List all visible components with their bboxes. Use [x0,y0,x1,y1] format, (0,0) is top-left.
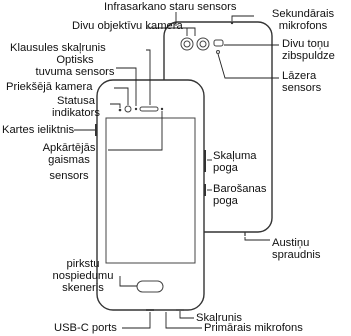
front-camera-leader [114,87,129,105]
label-dual-tone-flash-line2: zibspuldze [282,50,335,62]
earpiece-leader [146,49,151,105]
label-front-camera: Priekšējā kamera [6,81,93,93]
ambient-light-leader [108,111,163,151]
status-indicator-icon [118,108,122,112]
label-card-slot: Kartes ieliktnis [2,124,75,136]
label-secondary-mic: Sekundārais mikrofons [257,8,349,32]
label-secondary-mic-line1: Sekundārais [271,8,335,20]
label-volume-key-line1: Skaļuma [213,150,257,162]
label-headset-jack-line1: Austiņu [272,237,310,249]
secondary-mic-icon [230,21,234,25]
label-usb-c: USB-C ports [54,322,117,334]
usb-c-leader [122,312,151,329]
rear-camera-lens-2 [196,37,210,51]
label-ambient-light-line3: sensors [49,170,89,182]
label-ir-sensor: Infrasarkano staru sensors [104,1,237,13]
label-laser-sensor-line2: sensors [282,82,322,94]
label-power-key-line2: poga [213,195,238,207]
primary-mic-leader [165,312,202,329]
label-speaker: Skaļrunis [196,312,243,324]
proximity-leader [116,67,137,106]
fingerprint-leader [119,276,137,287]
label-headset-jack-line2: spraudnis [272,249,321,261]
label-laser-sensor-line1: Lāzera [282,70,317,82]
label-volume-key-line2: poga [213,162,238,174]
label-headset-jack: Austiņu spraudnis [272,237,321,261]
earpiece-slot-icon [139,106,159,112]
phone-screen [105,117,196,264]
laser-sensor-icon [216,50,220,54]
label-power-key-line1: Barošanas [213,183,267,195]
label-fingerprint-line1: pirkstu [66,258,100,270]
headset-leader [244,237,270,241]
laser-leader [217,53,279,79]
proximity-sensor-icon [134,107,138,111]
label-dual-tone-flash-line1: Divu toņu [282,38,330,50]
label-earpiece: Klausules skaļrunis [10,42,106,54]
front-camera-icon [124,105,132,113]
label-status-indicator-line2: indikators [52,107,100,119]
ambient-light-sensor-icon [160,107,164,111]
label-ambient-light: Apkārtējās gaismas sensors [30,142,108,182]
secondary-mic-leader [231,15,254,21]
label-proximity-line2: tuvuma sensors [35,66,115,78]
label-status-indicator: Statusa indikators [44,95,108,119]
label-secondary-mic-line2: mikrofons [278,20,328,32]
label-proximity-line1: Optisks [56,54,94,66]
label-fingerprint-line2: nospiedumu [52,270,114,282]
label-dual-tone-flash: Divu toņu zibspuldze [282,38,335,62]
rear-camera-lens-2-inner [199,40,207,48]
dual-camera-leader [146,27,196,36]
label-power-key: Barošanas poga [213,183,267,207]
label-fingerprint: pirkstu nospiedumu skeneris [46,258,120,294]
speaker-leader [179,311,194,319]
rear-camera-lens-1 [180,37,194,51]
label-primary-mic: Primārais mikrofons [204,322,303,334]
fingerprint-button-icon [136,280,164,293]
rear-camera-lens-1-inner [183,40,191,48]
label-fingerprint-line3: skeneris [62,282,104,294]
label-ambient-light-line1: Apkārtējās [42,142,96,154]
label-laser-sensor: Lāzera sensors [282,70,321,94]
flash-icon [213,39,224,47]
label-volume-key: Skaļuma poga [213,150,257,174]
label-status-indicator-line1: Statusa [57,95,95,107]
label-dual-camera: Divu objektīvu kamera [72,20,183,32]
status-indicator-leader [110,103,121,108]
label-ambient-light-line2: gaismas [48,154,90,166]
label-proximity: Optisks tuvuma sensors [34,54,116,78]
